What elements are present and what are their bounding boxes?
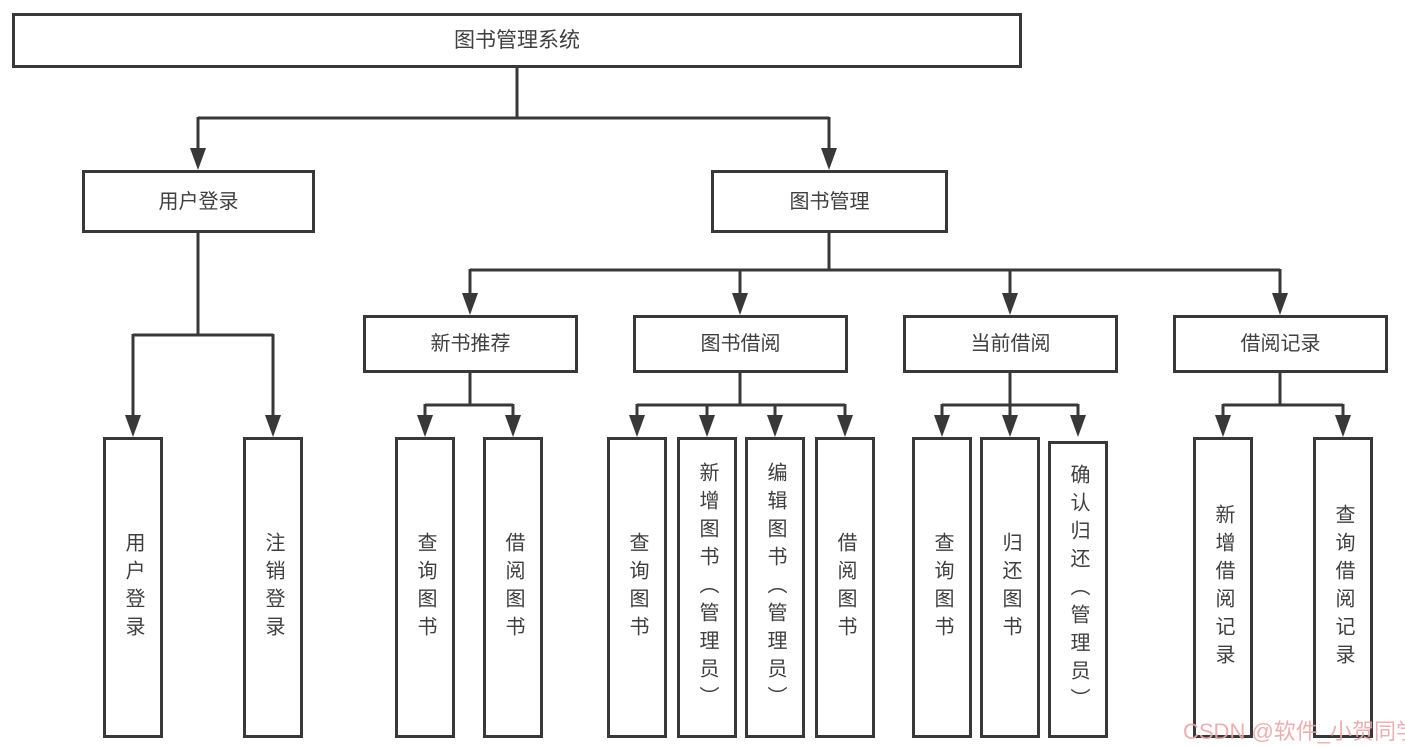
leaf-logout: 注销登录	[243, 437, 303, 738]
node-book-borrow: 图书借阅	[633, 315, 848, 373]
leaf-borrow-books: 借阅图书	[815, 437, 875, 738]
leaf-add-book-admin: 新增图书（管理员）	[677, 437, 737, 738]
node-book-management: 图书管理	[711, 170, 948, 233]
node-root-library-system: 图书管理系统	[12, 13, 1022, 68]
leaf-query-borrow-record: 查询借阅记录	[1313, 437, 1373, 738]
leaf-edit-book-admin: 编辑图书（管理员）	[745, 437, 805, 738]
leaf-query-books-current: 查询图书	[912, 437, 972, 738]
leaf-return-books: 归还图书	[980, 437, 1040, 738]
leaf-user-login: 用户登录	[103, 437, 163, 738]
leaf-add-borrow-record: 新增借阅记录	[1193, 437, 1253, 738]
node-borrow-records: 借阅记录	[1173, 315, 1388, 373]
watermark: CSDN @软件_小贺同学	[1183, 719, 1405, 744]
leaf-query-books-recommend: 查询图书	[395, 437, 455, 738]
leaf-borrow-books-recommend: 借阅图书	[483, 437, 543, 738]
node-current-borrow: 当前借阅	[903, 315, 1118, 373]
node-new-book-recommend: 新书推荐	[363, 315, 578, 373]
node-user-login: 用户登录	[82, 170, 315, 233]
leaf-query-books-borrow: 查询图书	[607, 437, 667, 738]
leaf-confirm-return-admin: 确认归还（管理员）	[1048, 441, 1108, 738]
